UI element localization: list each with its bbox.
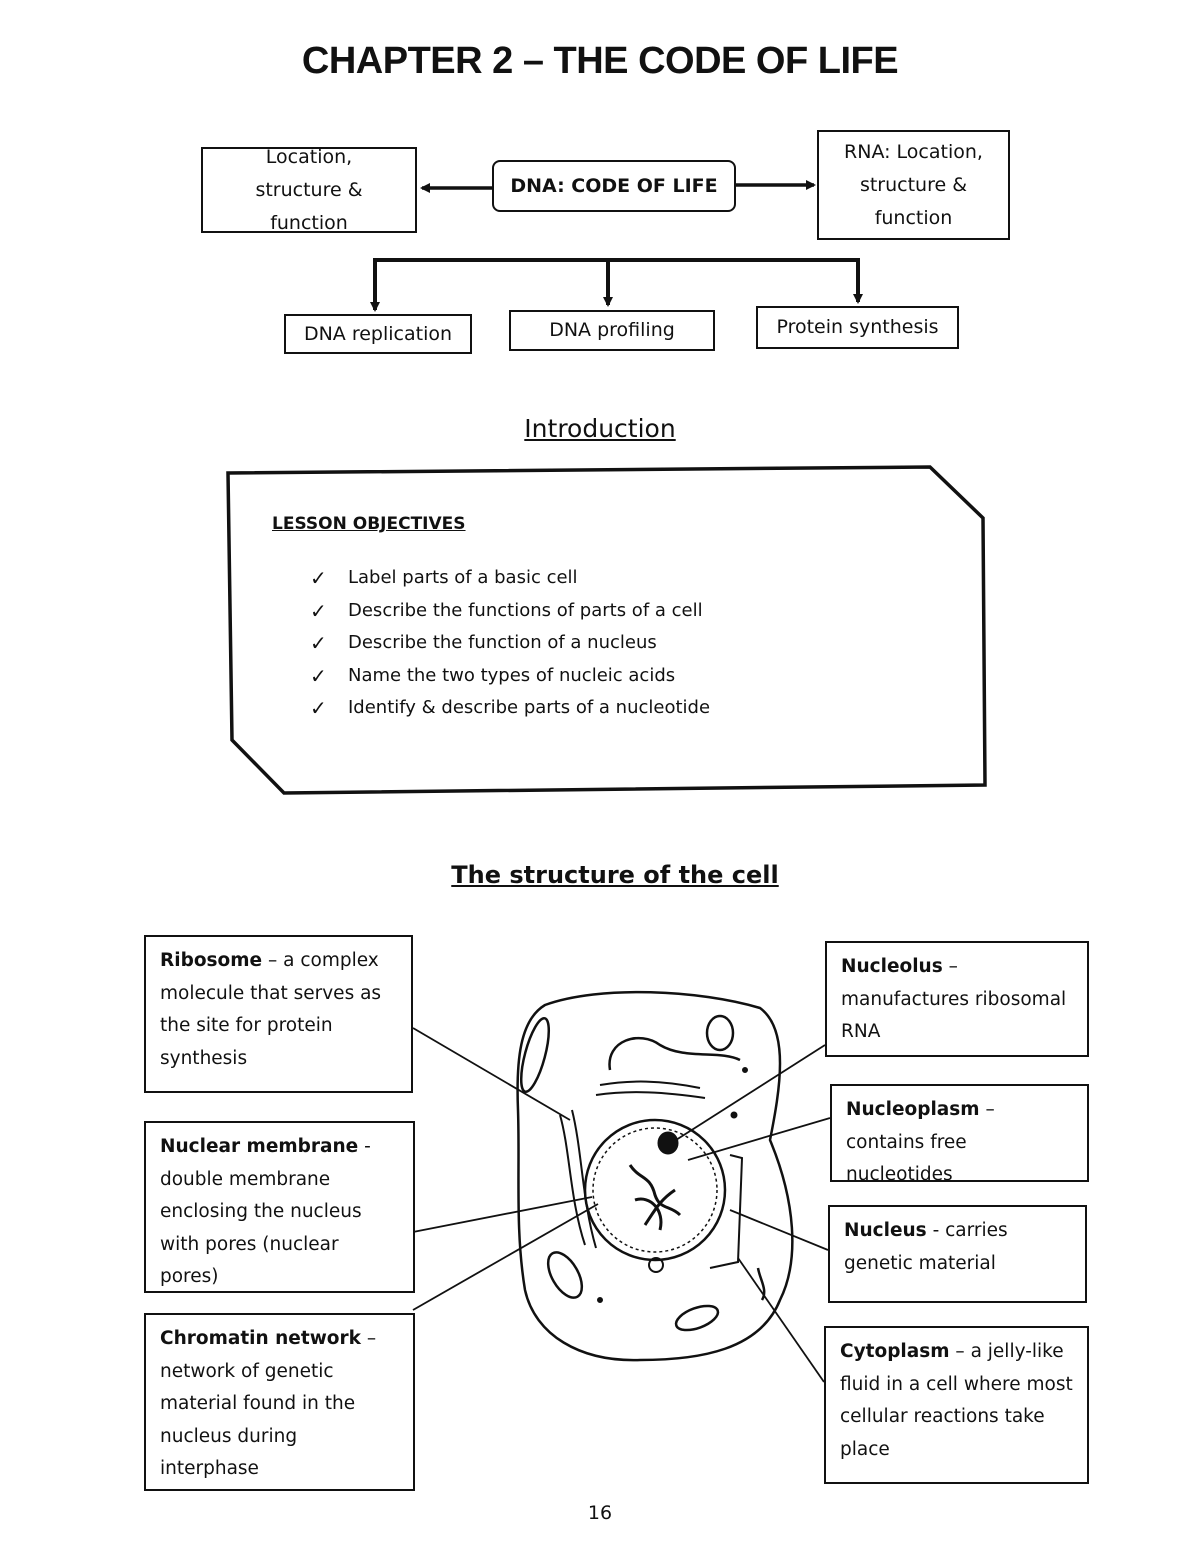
objective-item: ✓Identify & describe parts of a nucleoti… xyxy=(310,692,710,725)
nucleolus-desc: manufactures ribosomal RNA xyxy=(841,988,1067,1043)
objective-item: ✓Label parts of a basic cell xyxy=(310,562,710,595)
dna-code-of-life-label: DNA: CODE OF LIFE xyxy=(510,174,718,197)
page-number: 16 xyxy=(587,1502,613,1524)
dna-profiling-label: DNA profiling xyxy=(549,319,675,341)
chromatin-network-label-box: Chromatin network – network of genetic m… xyxy=(144,1313,415,1491)
mitochondrion-3 xyxy=(674,1304,720,1332)
check-icon: ✓ xyxy=(310,598,327,623)
check-icon: ✓ xyxy=(310,663,327,688)
check-icon: ✓ xyxy=(310,566,327,590)
nuclear-membrane-term: Nuclear membrane xyxy=(160,1136,359,1157)
introduction-heading: Introduction xyxy=(524,414,676,443)
chromatin-squiggle xyxy=(628,1164,682,1231)
check-icon: ✓ xyxy=(310,631,327,655)
check-icon: ✓ xyxy=(310,696,327,720)
objectives-frame xyxy=(226,465,987,795)
nucleoplasm-label-box: Nucleoplasm – contains free nucleotides xyxy=(830,1084,1089,1185)
protein-synthesis-label: Protein synthesis xyxy=(776,316,939,338)
dna-code-of-life-box: DNA: CODE OF LIFE xyxy=(492,160,736,212)
objective-item: ✓Name the two types of nucleic acids xyxy=(310,660,710,693)
nuclear-membrane-label-box: Nuclear membrane - double membrane enclo… xyxy=(144,1121,415,1293)
dna-replication-box: DNA replication xyxy=(284,314,472,354)
rna-label: RNA: Location, structure & function xyxy=(844,140,983,229)
objective-item: ✓Describe the function of a nucleus xyxy=(310,627,710,660)
cytoplasm-term: Cytoplasm xyxy=(840,1341,950,1362)
golgi-body xyxy=(519,1016,551,1094)
cytoplasm-desc: a jelly-like fluid in a cell where most … xyxy=(840,1341,1073,1460)
cell-membrane xyxy=(516,990,794,1362)
ribosome-label-box: Ribosome – a complex molecule that serve… xyxy=(144,935,413,1093)
lesson-objectives-title: LESSON OBJECTIVES xyxy=(272,514,466,534)
objective-item: ✓Describe the functions of parts of a ce… xyxy=(310,595,710,628)
location-structure-label: Location, structure & function xyxy=(255,145,363,234)
location-structure-box: Location, structure & function xyxy=(201,146,417,234)
nucleus-term: Nucleus xyxy=(844,1220,927,1241)
mitochondrion-2 xyxy=(546,1251,584,1299)
nucleoplasm-desc: contains free nucleotides xyxy=(846,1131,967,1186)
nucleolus-term: Nucleolus xyxy=(841,956,943,977)
protein-synthesis-box: Protein synthesis xyxy=(756,306,959,349)
nucleus-label-box: Nucleus - carries genetic material xyxy=(828,1205,1087,1303)
ribosome-term: Ribosome xyxy=(160,950,263,971)
nucleoplasm-term: Nucleoplasm xyxy=(846,1099,980,1120)
mitochondrion-1 xyxy=(705,1014,735,1052)
chromatin-network-term: Chromatin network xyxy=(160,1328,361,1349)
chromatin-network-desc: network of genetic material found in the… xyxy=(160,1360,356,1480)
nucleolus-dot xyxy=(657,1131,679,1155)
endoplasmic-reticulum xyxy=(608,1036,741,1071)
nucleolus-label-box: Nucleolus – manufactures ribosomal RNA xyxy=(825,941,1089,1057)
cytoplasm-label-box: Cytoplasm – a jelly-like fluid in a cell… xyxy=(824,1326,1089,1484)
label-leader-lines xyxy=(412,1027,831,1383)
lesson-objectives-list: ✓Label parts of a basic cell ✓Describe t… xyxy=(310,562,710,725)
chapter-title: CHAPTER 2 – THE CODE OF LIFE xyxy=(301,40,899,82)
nuclear-membrane-desc: double membrane enclosing the nucleus wi… xyxy=(160,1168,362,1288)
cell-diagram xyxy=(516,990,794,1362)
nuclear-membrane-inner xyxy=(592,1127,718,1253)
rna-box: RNA: Location, structure & function xyxy=(817,130,1010,240)
dna-profiling-box: DNA profiling xyxy=(509,310,715,351)
cell-structure-heading: The structure of the cell xyxy=(451,861,779,889)
nucleus-desc: carries genetic material xyxy=(844,1220,1008,1274)
dna-replication-label: DNA replication xyxy=(303,322,453,345)
ribosome-desc: a complex molecule that serves as the si… xyxy=(160,950,382,1069)
